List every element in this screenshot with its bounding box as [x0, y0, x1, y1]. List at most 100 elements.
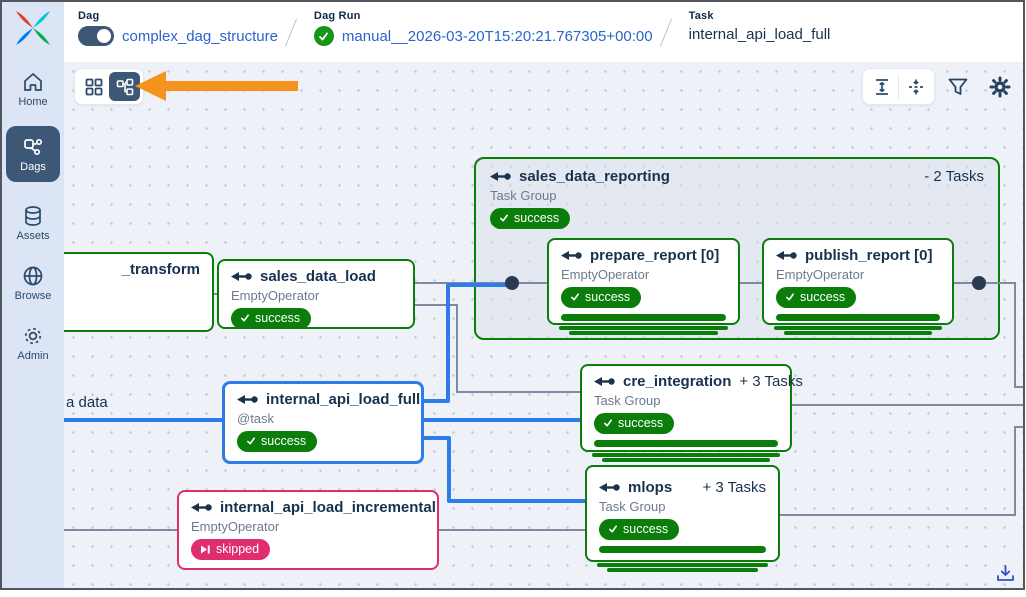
database-icon [25, 206, 41, 226]
breadcrumb-separator [284, 18, 310, 52]
task-node-transform-partial[interactable]: _transform [64, 252, 214, 332]
task-node-internal-api-load-full[interactable]: internal_api_load_full @task success [222, 381, 424, 464]
operator-name: EmptyOperator [191, 519, 280, 534]
sidebar-item-label: Home [18, 96, 48, 108]
task-icon [191, 503, 212, 512]
dag-name-link[interactable]: complex_dag_structure [122, 27, 278, 45]
graph-icon [116, 78, 133, 95]
sidebar-item-label: Dags [20, 161, 46, 173]
group-task-count-badge[interactable]: + 3 Tasks [702, 479, 766, 496]
operator-name: EmptyOperator [231, 288, 320, 303]
task-node-prepare-report[interactable]: prepare_report [0] EmptyOperator success [547, 238, 740, 335]
breadcrumb-dag-run: Dag Run manual__2026-03-20T15:20:21.7673… [313, 10, 653, 46]
check-icon [571, 293, 579, 301]
dag-label: Dag [78, 10, 100, 22]
dag-run-link[interactable]: manual__2026-03-20T15:20:21.767305+00:00 [341, 27, 653, 45]
sidebar-item-admin[interactable]: Admin [17, 324, 49, 362]
sidebar-item-dags[interactable]: Dags [6, 126, 60, 182]
toggle-knob [97, 29, 111, 43]
group-status-badge: success [594, 413, 675, 434]
sidebar-item-assets[interactable]: Assets [16, 204, 50, 242]
dag-graph-canvas: sales_data_reporting - 2 Tasks Task Grou… [64, 62, 1023, 588]
task-status-badge: success [237, 431, 318, 452]
view-toggle [74, 68, 144, 105]
task-title: internal_api_load_incremental [220, 499, 436, 516]
download-graph-button[interactable] [992, 560, 1018, 586]
download-icon [996, 564, 1014, 581]
check-icon [500, 214, 508, 222]
task-group-mlops[interactable]: mlops + 3 Tasks Task Group success [585, 465, 780, 572]
task-node-publish-report[interactable]: publish_report [0] EmptyOperator success [762, 238, 954, 335]
operator-name: @task [237, 411, 275, 426]
expand-vertical-icon [875, 78, 888, 95]
sidebar: Home Dags Assets Browse Admin [2, 2, 64, 588]
group-task-count-badge[interactable]: + 3 Tasks [739, 373, 803, 390]
check-icon [241, 314, 249, 322]
task-icon [231, 272, 252, 281]
group-title: sales_data_reporting [519, 168, 670, 185]
sidebar-item-label: Browse [14, 290, 52, 302]
task-title: internal_api_load_full [266, 391, 421, 408]
group-progress-bar [594, 440, 778, 447]
group-subtitle: Task Group [490, 188, 557, 203]
group-status-badge: success [490, 208, 571, 229]
home-icon [24, 73, 42, 91]
sidebar-item-home[interactable]: Home [18, 70, 48, 108]
task-group-cre-integration[interactable]: cre_integration + 3 Tasks Task Group suc… [580, 364, 803, 462]
filter-icon [948, 78, 968, 95]
task-status-badge: skipped [191, 539, 271, 560]
expand-collapse-toggle [862, 68, 935, 105]
breadcrumb-separator [659, 18, 684, 52]
airflow-logo-icon [16, 11, 50, 45]
group-progress-bar [599, 546, 766, 553]
check-icon [609, 525, 617, 533]
skip-icon [201, 545, 210, 553]
mapped-progress-bar [776, 314, 940, 321]
run-success-icon [313, 26, 334, 46]
task-status-badge: success [561, 287, 642, 308]
task-title: publish_report [0] [805, 247, 933, 264]
asset-edge-label: a data [66, 394, 108, 411]
check-icon [786, 293, 794, 301]
group-title: cre_integration [623, 373, 732, 390]
task-name: internal_api_load_full [688, 26, 831, 43]
task-node-sales-data-load[interactable]: sales_data_load EmptyOperator success [217, 259, 415, 329]
dag-pause-toggle[interactable] [78, 26, 114, 46]
gear-icon [24, 327, 42, 345]
group-subtitle: Task Group [599, 499, 666, 514]
task-icon [776, 251, 797, 260]
group-task-count-badge[interactable]: - 2 Tasks [924, 168, 984, 185]
task-title: prepare_report [0] [590, 247, 720, 264]
operator-name: EmptyOperator [561, 267, 650, 282]
expand-all-button[interactable] [866, 72, 897, 101]
settings-button[interactable] [985, 72, 1015, 102]
sidebar-item-browse[interactable]: Browse [14, 264, 52, 302]
task-group-icon [599, 483, 620, 492]
task-status-badge: success [776, 287, 857, 308]
operator-name: EmptyOperator [776, 267, 865, 282]
task-label: Task [688, 10, 714, 22]
task-node-internal-api-load-incremental[interactable]: internal_api_load_incremental EmptyOpera… [177, 490, 439, 570]
collapse-vertical-icon [908, 79, 923, 94]
settings-gear-icon [989, 76, 1011, 98]
dag-run-label: Dag Run [313, 10, 361, 22]
task-title: _transform [121, 261, 200, 278]
breadcrumb-dag: Dag complex_dag_structure [78, 10, 278, 46]
check-icon [604, 419, 612, 427]
task-status-badge: success [231, 308, 312, 327]
graph-view-button[interactable] [109, 72, 140, 101]
filter-button[interactable] [944, 73, 972, 101]
toolbar-divider [898, 74, 899, 99]
mapped-progress-bar [561, 314, 726, 321]
sidebar-item-label: Admin [17, 350, 49, 362]
collapse-all-button[interactable] [900, 72, 931, 101]
breadcrumb: Dag complex_dag_structure Dag Run manual… [64, 2, 1023, 62]
check-icon [247, 437, 255, 445]
annotation-arrow-icon [135, 71, 298, 101]
grid-view-button[interactable] [78, 72, 109, 101]
task-icon [237, 395, 258, 404]
group-title: mlops [628, 479, 673, 496]
globe-icon [23, 266, 43, 286]
task-icon [561, 251, 582, 260]
